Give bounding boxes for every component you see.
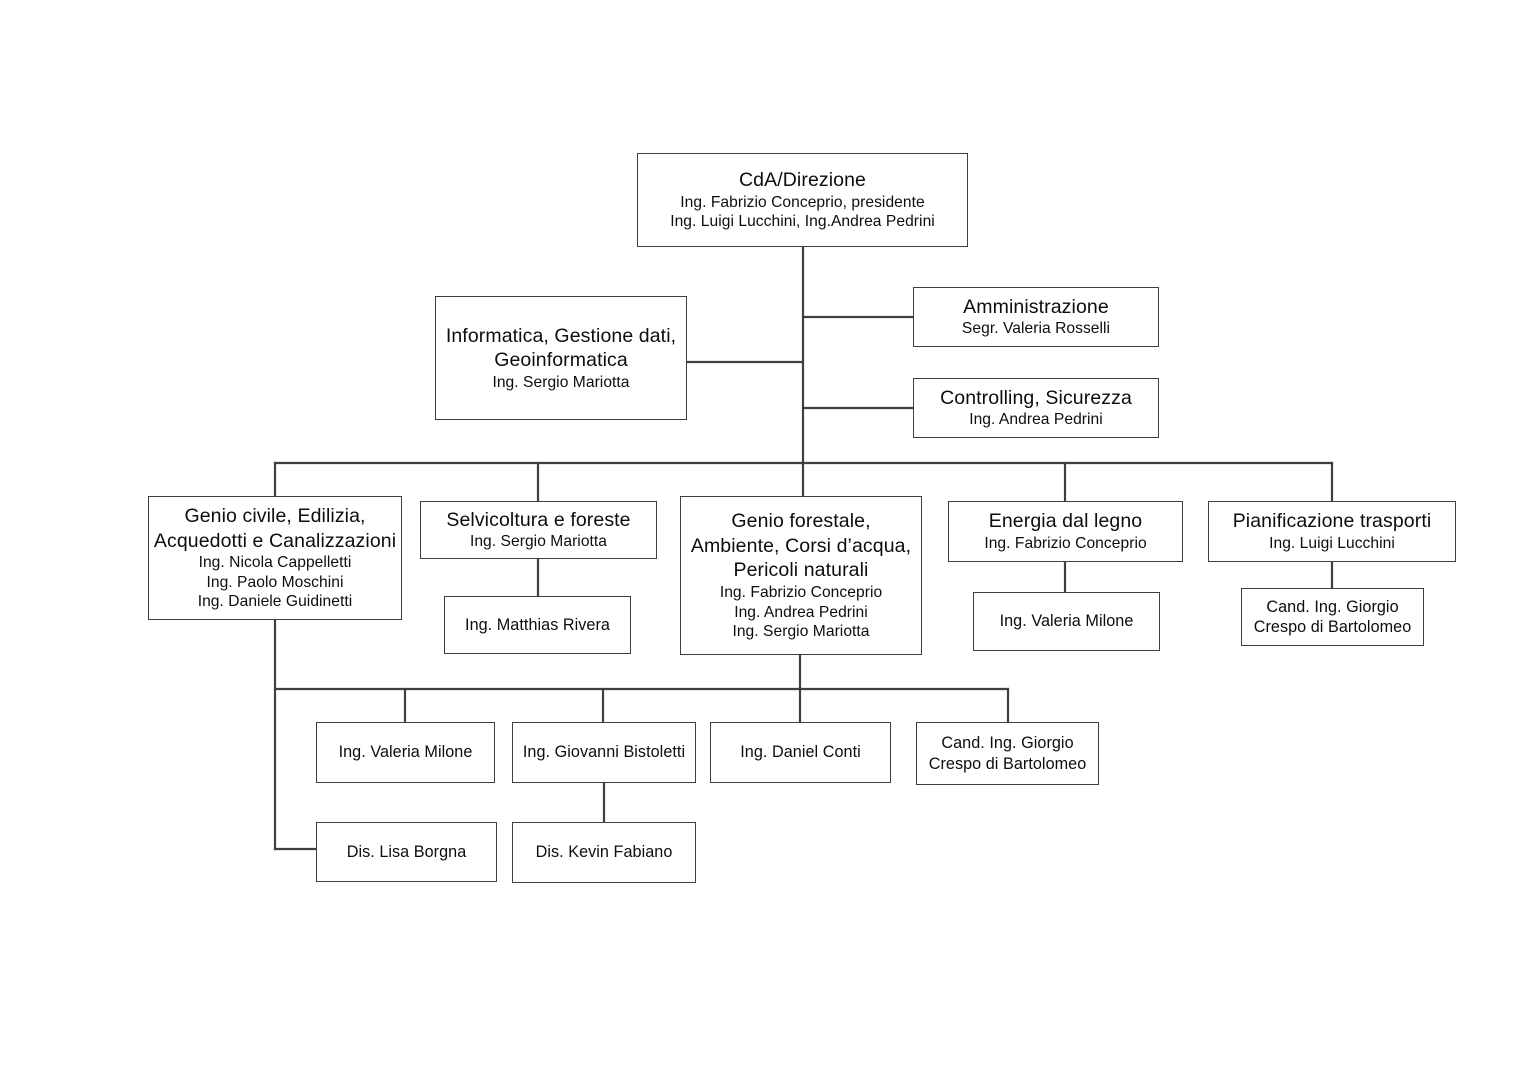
node-label: Cand. Ing. Giorgio xyxy=(941,734,1074,753)
node-subtitle: Ing. Sergio Mariotta xyxy=(732,623,870,641)
node-subtitle: Segr. Valeria Rosselli xyxy=(961,320,1111,338)
node-cda-direzione[interactable]: CdA/Direzione Ing. Fabrizio Conceprio, p… xyxy=(637,153,968,247)
node-subtitle: Ing. Fabrizio Conceprio xyxy=(984,534,1147,552)
node-giorgio-crespo-pianificazione[interactable]: Cand. Ing. Giorgio Crespo di Bartolomeo xyxy=(1241,588,1424,646)
node-kevin-fabiano[interactable]: Dis. Kevin Fabiano xyxy=(512,822,696,883)
node-label: Cand. Ing. Giorgio xyxy=(1266,597,1399,616)
node-giorgio-crespo[interactable]: Cand. Ing. Giorgio Crespo di Bartolomeo xyxy=(916,722,1099,785)
node-subtitle: Ing. Paolo Moschini xyxy=(206,573,344,591)
node-subtitle: Ing. Daniele Guidinetti xyxy=(197,593,353,611)
node-label: Ing. Valeria Milone xyxy=(338,743,473,762)
node-title-line-3: Pericoli naturali xyxy=(733,559,869,582)
node-amministrazione[interactable]: Amministrazione Segr. Valeria Rosselli xyxy=(913,287,1159,347)
node-label: Dis. Kevin Fabiano xyxy=(535,843,673,862)
node-title-line-2: Ambiente, Corsi d’acqua, xyxy=(690,534,912,557)
node-title: Pianificazione trasporti xyxy=(1232,510,1432,533)
node-title: Energia dal legno xyxy=(988,510,1143,533)
node-subtitle: Ing. Sergio Mariotta xyxy=(492,373,630,391)
node-valeria-milone-energia[interactable]: Ing. Valeria Milone xyxy=(973,592,1160,651)
node-subtitle: Ing. Fabrizio Conceprio, presidente xyxy=(680,193,925,211)
node-genio-civile-edilizia[interactable]: Genio civile, Edilizia, Acquedotti e Can… xyxy=(148,496,402,620)
node-controlling-sicurezza[interactable]: Controlling, Sicurezza Ing. Andrea Pedri… xyxy=(913,378,1159,438)
node-label: Dis. Lisa Borgna xyxy=(346,842,467,861)
node-title-line-1: Genio forestale, xyxy=(731,510,871,533)
node-valeria-milone[interactable]: Ing. Valeria Milone xyxy=(316,722,495,783)
node-subtitle: Ing. Andrea Pedrini xyxy=(734,603,868,621)
node-subtitle: Ing. Luigi Lucchini xyxy=(1269,534,1395,552)
node-subtitle: Ing. Sergio Mariotta xyxy=(469,533,608,551)
node-title-line-2: Acquedotti e Canalizzazioni xyxy=(153,529,397,552)
node-subtitle: Ing. Andrea Pedrini xyxy=(969,411,1103,429)
node-label: Ing. Matthias Rivera xyxy=(465,615,610,634)
node-label: Ing. Giovanni Bistoletti xyxy=(522,743,686,762)
node-label: Ing. Daniel Conti xyxy=(740,743,861,762)
node-title-line-2: Geoinformatica xyxy=(494,349,628,372)
node-subtitle: Ing. Fabrizio Conceprio xyxy=(719,583,883,601)
node-title: Controlling, Sicurezza xyxy=(940,386,1132,409)
node-title-line-1: Informatica, Gestione dati, xyxy=(445,324,677,347)
node-pianificazione-trasporti[interactable]: Pianificazione trasporti Ing. Luigi Lucc… xyxy=(1208,501,1456,562)
node-label: Crespo di Bartolomeo xyxy=(1253,618,1412,636)
node-title: Selvicoltura e foreste xyxy=(446,508,631,531)
node-genio-forestale-ambiente[interactable]: Genio forestale, Ambiente, Corsi d’acqua… xyxy=(680,496,922,655)
node-label: Crespo di Bartolomeo xyxy=(928,754,1087,773)
node-selvicoltura-e-foreste[interactable]: Selvicoltura e foreste Ing. Sergio Mario… xyxy=(420,501,657,559)
node-matthias-rivera[interactable]: Ing. Matthias Rivera xyxy=(444,596,631,654)
node-title-line-1: Genio civile, Edilizia, xyxy=(184,504,366,527)
node-title: CdA/Direzione xyxy=(738,169,867,192)
node-lisa-borgna[interactable]: Dis. Lisa Borgna xyxy=(316,822,497,882)
node-energia-dal-legno[interactable]: Energia dal legno Ing. Fabrizio Concepri… xyxy=(948,501,1183,562)
node-subtitle: Ing. Nicola Cappelletti xyxy=(198,554,352,572)
node-giovanni-bistoletti[interactable]: Ing. Giovanni Bistoletti xyxy=(512,722,696,783)
node-label: Ing. Valeria Milone xyxy=(999,612,1134,631)
node-informatica-gestione-dati[interactable]: Informatica, Gestione dati, Geoinformati… xyxy=(435,296,687,420)
node-title: Amministrazione xyxy=(963,295,1109,318)
node-daniel-conti[interactable]: Ing. Daniel Conti xyxy=(710,722,891,783)
node-subtitle: Ing. Luigi Lucchini, Ing.Andrea Pedrini xyxy=(670,213,935,231)
